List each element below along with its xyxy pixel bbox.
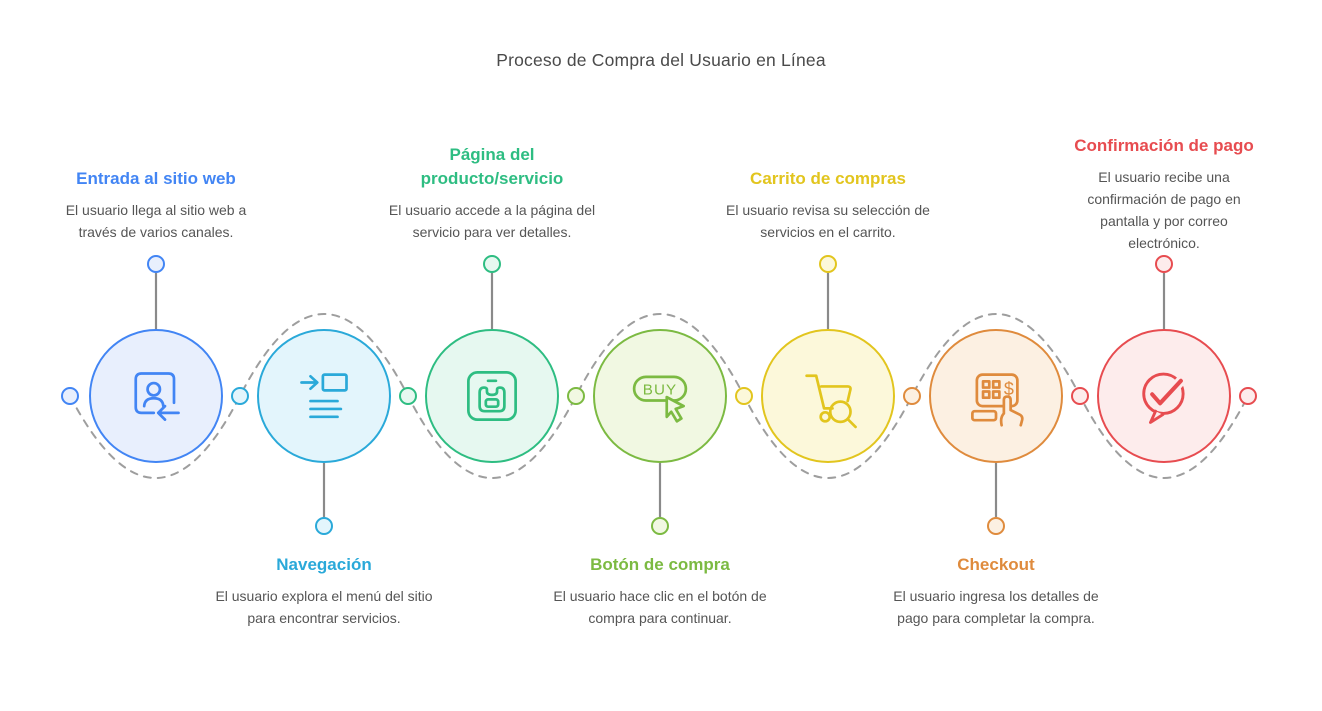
- chat-check-icon: [1142, 372, 1186, 424]
- step-description: El usuario explora el menú del sitio par…: [215, 588, 433, 626]
- step-description: El usuario hace clic en el botón de comp…: [553, 588, 767, 626]
- stem-node: [1155, 255, 1173, 273]
- stem-node: [987, 517, 1005, 535]
- step-description: El usuario revisa su selección de servic…: [726, 202, 930, 240]
- stem-node: [651, 517, 669, 535]
- wave-node: [61, 387, 79, 405]
- wave-node: [567, 387, 585, 405]
- wave-node: [1071, 387, 1089, 405]
- step-label: Checkout: [957, 555, 1035, 574]
- step-description: El usuario llega al sitio web a través d…: [65, 202, 247, 240]
- step-circle-carrito-de-compras: [761, 329, 895, 463]
- step-circle-entrada-al-sitio-web: [89, 329, 223, 463]
- stem-node: [483, 255, 501, 273]
- step-circle-confirmacion-de-pago: [1097, 329, 1231, 463]
- step-text-carrito-de-compras: Carrito de compras El usuario revisa su …: [721, 167, 935, 243]
- step-circle-navegacion: [257, 329, 391, 463]
- product-box-icon: [467, 371, 517, 421]
- buy-button-cursor-icon: BUY: [632, 375, 688, 423]
- buy-text: BUY: [643, 381, 678, 398]
- step-label: Carrito de compras: [750, 169, 906, 188]
- step-label: Confirmación de pago: [1074, 136, 1254, 155]
- step-label: Página del producto/servicio: [420, 145, 564, 188]
- step-description: El usuario accede a la página del servic…: [388, 202, 596, 240]
- step-circle-boton-de-compra: BUY: [593, 329, 727, 463]
- payment-terminal-icon: $: [971, 373, 1024, 427]
- step-circle-pagina-del-producto-servicio: [425, 329, 559, 463]
- step-text-boton-de-compra: Botón de compra El usuario hace clic en …: [546, 553, 774, 629]
- wave-node: [399, 387, 417, 405]
- stem-node: [147, 255, 165, 273]
- step-description: El usuario ingresa los detalles de pago …: [893, 588, 1099, 626]
- step-label: Navegación: [276, 555, 372, 574]
- diagram-title: Proceso de Compra del Usuario en Línea: [496, 50, 826, 70]
- step-label: Botón de compra: [590, 555, 730, 574]
- step-text-entrada-al-sitio-web: Entrada al sitio web El usuario llega al…: [49, 167, 263, 243]
- menu-navigation-icon: [300, 373, 348, 419]
- wave-node: [231, 387, 249, 405]
- step-circle-checkout: $: [929, 329, 1063, 463]
- stem-node: [819, 255, 837, 273]
- step-label: Entrada al sitio web: [76, 169, 236, 188]
- cart-search-icon: [805, 374, 857, 429]
- step-text-checkout: Checkout El usuario ingresa los detalles…: [887, 553, 1105, 629]
- stem-node: [315, 517, 333, 535]
- wave-node: [1239, 387, 1257, 405]
- step-text-navegacion: Navegación El usuario explora el menú de…: [214, 553, 434, 629]
- step-description: El usuario recibe una confirmación de pa…: [1087, 169, 1241, 251]
- step-text-confirmacion-de-pago: Confirmación de pago El usuario recibe u…: [1066, 134, 1262, 254]
- wave-node: [735, 387, 753, 405]
- user-login-icon: [134, 372, 180, 421]
- wave-node: [903, 387, 921, 405]
- step-text-pagina-del-producto-servicio: Página del producto/servicio El usuario …: [385, 143, 599, 243]
- dollar-text: $: [1004, 379, 1014, 399]
